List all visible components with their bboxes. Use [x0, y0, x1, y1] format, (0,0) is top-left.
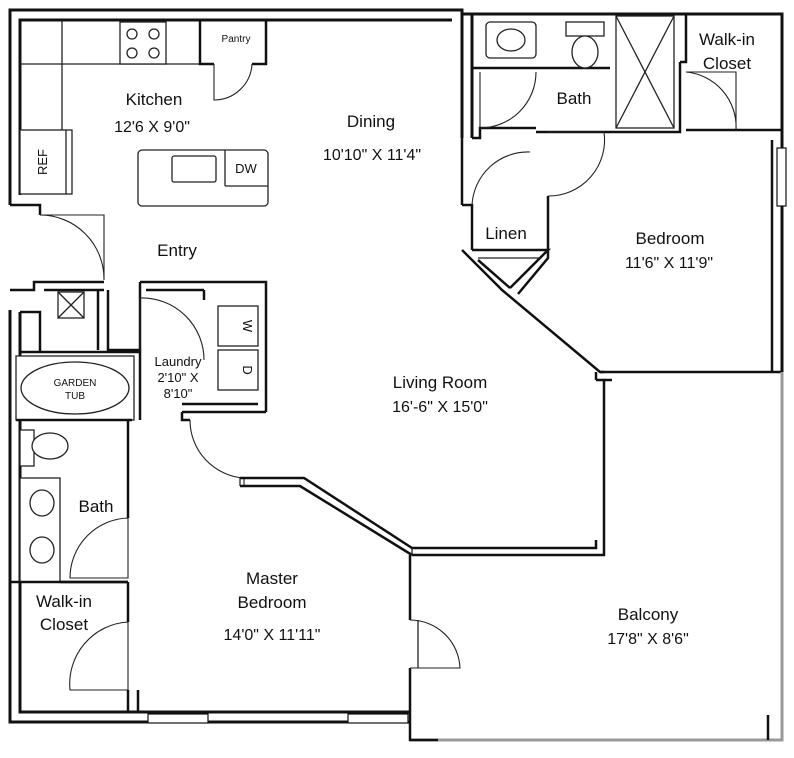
sink-icon	[171, 155, 217, 183]
bedroom-window	[776, 147, 787, 207]
dryer-label: D	[240, 365, 255, 374]
laundry-area	[10, 280, 268, 414]
garden-tub-label-2: TUB	[65, 391, 85, 402]
master-label-1: Master	[246, 569, 298, 588]
kitchen-label: Kitchen	[126, 90, 183, 109]
room-labels: Kitchen 12'6 X 9'0" Pantry Dining 10'10"…	[36, 30, 755, 648]
bath-top-label: Bath	[557, 89, 592, 108]
balcony-label: Balcony	[618, 605, 679, 624]
fixture-labels: REF DW W D GARDEN TUB	[35, 149, 258, 402]
laundry-dims-1: 2'10" X	[157, 370, 198, 385]
refrigerator-icon	[19, 129, 73, 195]
dw-label: DW	[235, 161, 257, 176]
master-window-2	[347, 713, 409, 724]
stove-icon	[119, 21, 167, 65]
balcony-dims: 17'8" X 8'6"	[607, 631, 689, 648]
bedroom-dims: 11'6" X 11'9"	[625, 255, 713, 272]
entry-label: Entry	[157, 241, 197, 260]
living-label: Living Room	[393, 373, 488, 392]
balcony-area	[408, 372, 784, 742]
dryer-icon	[217, 349, 259, 391]
top-bath-area	[472, 14, 782, 197]
pantry-label: Pantry	[222, 34, 251, 45]
ref-label: REF	[35, 149, 50, 175]
dining-dims: 10'10" X 11'4"	[323, 147, 421, 164]
walkin-left-label-1: Walk-in	[36, 592, 92, 611]
master-label-2: Bedroom	[238, 593, 307, 612]
laundry-label: Laundry	[155, 354, 202, 369]
washer-icon	[217, 305, 259, 347]
bedroom-label: Bedroom	[636, 229, 705, 248]
walkin-top-label-2: Closet	[703, 54, 751, 73]
kitchen-area	[10, 20, 269, 281]
vanity-icon	[19, 477, 61, 583]
laundry-dims-2: 8'10"	[164, 386, 193, 401]
garden-tub-icon	[15, 355, 135, 421]
dining-label: Dining	[347, 112, 395, 131]
linen-label: Linen	[485, 224, 527, 243]
linen-area	[460, 138, 604, 374]
garden-tub-label-1: GARDEN	[54, 378, 97, 389]
master-walls	[180, 412, 413, 557]
washer-label: W	[240, 320, 255, 333]
living-dims: 16'-6" X 15'0"	[392, 399, 488, 416]
bath-left-label: Bath	[79, 497, 114, 516]
walkin-left-label-2: Closet	[40, 615, 88, 634]
master-dims: 14'0" X 11'11"	[224, 627, 321, 644]
top-bath-sink-icon	[485, 21, 537, 59]
kitchen-dims: 12'6 X 9'0"	[114, 119, 190, 136]
living-walls	[411, 370, 782, 557]
walkin-top-label-1: Walk-in	[699, 30, 755, 49]
master-window-1	[147, 713, 209, 724]
left-bath-area	[10, 310, 142, 712]
top-bath-toilet-icon	[565, 21, 605, 37]
